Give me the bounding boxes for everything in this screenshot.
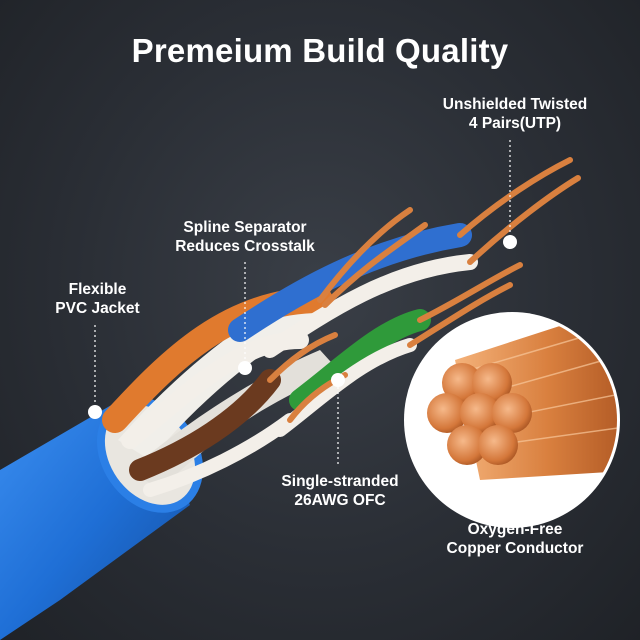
utp-callout: Unshielded Twisted 4 Pairs(UTP) [420,95,610,133]
copper-wire-tips [267,157,581,423]
jacket-callout-line2: PVC Jacket [55,300,140,317]
spline-callout: Spline Separator Reduces Crosstalk [160,218,330,256]
page-title: Premeium Build Quality [131,32,509,69]
jacket-callout-line1: Flexible [68,281,127,298]
jacket-callout: Flexible PVC Jacket [40,280,155,318]
callout-dots [88,235,517,419]
utp-callout-line2: 4 Pairs(UTP) [468,115,562,132]
conductor-callout-line1: Single-stranded [281,473,399,490]
spline-callout-line1: Spline Separator [183,219,307,236]
copper-callout: Oxygen-Free Copper Conductor [430,520,600,558]
copper-callout-line2: Copper Conductor [446,540,584,557]
copper-closeup [404,312,620,528]
spline-callout-line2: Reduces Crosstalk [175,238,315,255]
copper-callout-line1: Oxygen-Free [467,521,563,538]
twisted-pairs [102,223,478,497]
conductor-callout: Single-stranded 26AWG OFC [265,472,415,510]
utp-callout-line1: Unshielded Twisted [442,96,588,113]
conductor-callout-line2: 26AWG OFC [294,492,386,509]
callout-pointers [94,140,511,465]
